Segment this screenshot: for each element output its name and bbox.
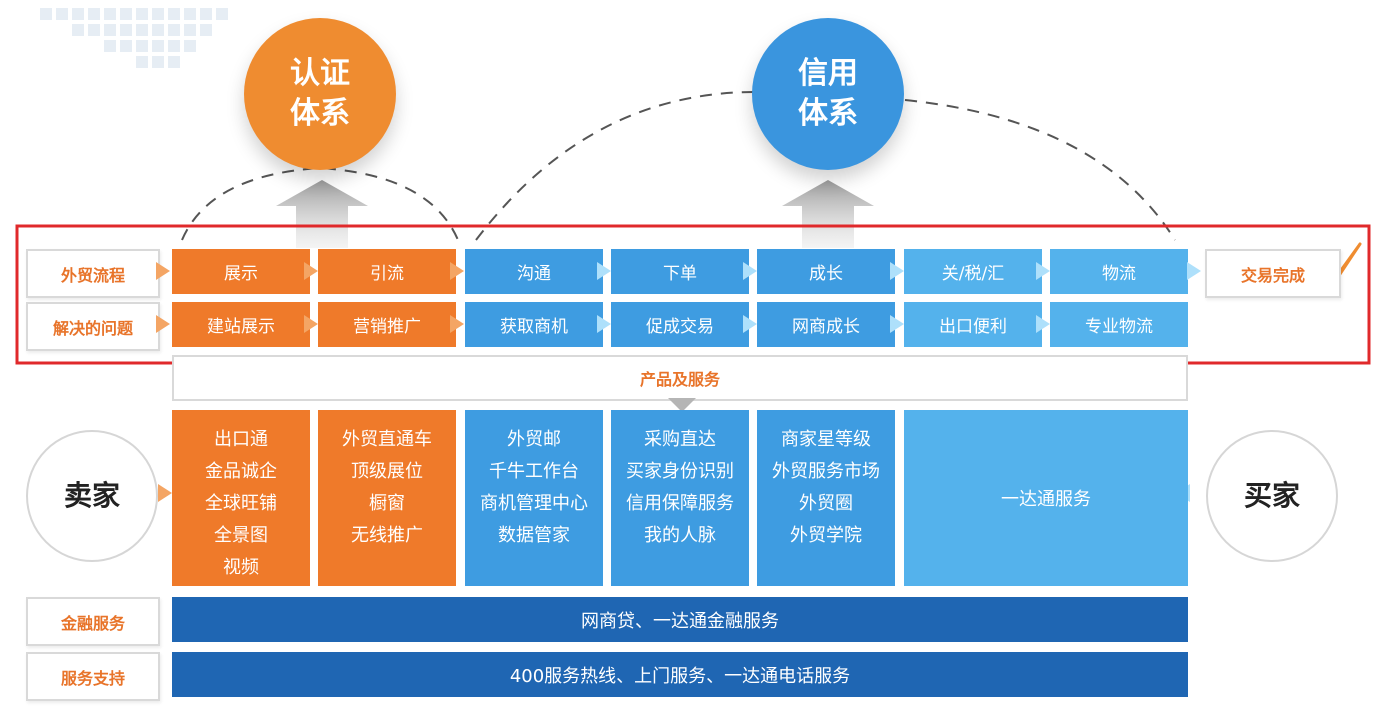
process-cell: 引流 xyxy=(318,249,456,294)
arrow-right-icon xyxy=(1036,262,1050,280)
product-item: 商家星等级 xyxy=(781,429,871,450)
credit-system-circle: 信用 体系 xyxy=(752,18,904,170)
product-item: 一达通服务 xyxy=(1001,489,1091,510)
process-cell: 物流 xyxy=(1050,249,1188,294)
finance-label: 金融服务 xyxy=(26,597,160,646)
cert-line1: 认证 xyxy=(290,56,350,91)
support-text: 400服务热线、上门服务、一达通电话服务 xyxy=(509,665,851,687)
arrow-right-icon xyxy=(304,315,318,333)
product-item: 外贸直通车 xyxy=(342,429,432,450)
process-cell: 关/税/汇 xyxy=(904,249,1042,294)
arrow-right-icon xyxy=(597,262,611,280)
credit-line2: 体系 xyxy=(798,96,858,131)
down-arrow-icon xyxy=(668,398,696,412)
product-item: 全景图 xyxy=(214,525,268,546)
problem-row-label: 解决的问题 xyxy=(26,302,160,351)
product-item: 全球旺铺 xyxy=(205,493,277,514)
buyer-circle: 买家 xyxy=(1206,430,1338,562)
process-row-label: 外贸流程 xyxy=(26,249,160,298)
support-label: 服务支持 xyxy=(26,652,160,701)
credit-up-arrow xyxy=(782,180,874,248)
arrow-right-icon xyxy=(1036,315,1050,333)
arrow-right-icon xyxy=(304,262,318,280)
support-bar: 400服务热线、上门服务、一达通电话服务 xyxy=(172,652,1188,697)
arrow-right-icon xyxy=(890,262,904,280)
product-item: 外贸邮 xyxy=(507,429,561,450)
products-services-label: 产品及服务 xyxy=(639,370,720,389)
product-item: 我的人脉 xyxy=(644,525,716,546)
problem-cell: 促成交易 xyxy=(611,302,749,347)
problem-cell: 建站展示 xyxy=(172,302,310,347)
arrow-right-icon xyxy=(597,315,611,333)
product-item: 金品诚企 xyxy=(205,461,277,482)
product-item: 数据管家 xyxy=(498,525,570,546)
credit-dashed-arc-left xyxy=(475,90,761,241)
product-column: 采购直达 买家身份识别 信用保障服务 我的人脉 xyxy=(611,410,749,586)
product-item: 外贸学院 xyxy=(790,525,862,546)
buyer-label: 买家 xyxy=(1243,479,1300,512)
process-cell: 下单 xyxy=(611,249,749,294)
arrow-right-icon xyxy=(1187,262,1201,280)
seller-circle: 卖家 xyxy=(26,430,158,562)
finance-text: 网商贷、一达通金融服务 xyxy=(581,610,779,632)
product-column: 商家星等级 外贸服务市场 外贸圈 外贸学院 xyxy=(757,410,895,586)
product-item: 买家身份识别 xyxy=(626,461,734,482)
arrow-right-icon xyxy=(156,315,170,333)
arrow-right-icon xyxy=(156,262,170,280)
problem-cell: 营销推广 xyxy=(318,302,456,347)
finance-bar: 网商贷、一达通金融服务 xyxy=(172,597,1188,642)
product-item: 商机管理中心 xyxy=(480,493,588,514)
product-item: 信用保障服务 xyxy=(626,493,734,514)
product-item: 采购直达 xyxy=(644,429,716,450)
credit-dashed-arc-right xyxy=(904,99,1176,241)
seller-label: 卖家 xyxy=(63,479,120,512)
arrow-right-icon xyxy=(450,315,464,333)
product-column-onetouch: 一达通服务 xyxy=(904,410,1188,586)
product-item: 无线推广 xyxy=(351,525,423,546)
process-cell: 成长 xyxy=(757,249,895,294)
arrow-right-icon xyxy=(450,262,464,280)
product-column: 外贸直通车 顶级展位 橱窗 无线推广 xyxy=(318,410,456,586)
process-cell: 展示 xyxy=(172,249,310,294)
process-cell: 沟通 xyxy=(465,249,603,294)
product-item: 橱窗 xyxy=(369,493,405,514)
arrow-right-icon xyxy=(743,262,757,280)
transaction-done-box: 交易完成 xyxy=(1205,249,1341,298)
products-services-bar: 产品及服务 xyxy=(172,355,1188,401)
product-column: 出口通 金品诚企 全球旺铺 全景图 视频 xyxy=(172,410,310,586)
product-item: 千牛工作台 xyxy=(489,461,579,482)
arrow-right-icon xyxy=(743,315,757,333)
cert-dashed-arc xyxy=(181,166,459,241)
product-item: 出口通 xyxy=(214,429,268,450)
cert-line2: 体系 xyxy=(290,96,350,131)
product-item: 外贸服务市场 xyxy=(772,461,880,482)
cert-up-arrow xyxy=(276,180,368,248)
product-column: 外贸邮 千牛工作台 商机管理中心 数据管家 xyxy=(465,410,603,586)
cert-system-circle: 认证 体系 xyxy=(244,18,396,170)
problem-cell: 获取商机 xyxy=(465,302,603,347)
credit-line1: 信用 xyxy=(798,56,858,91)
product-item: 顶级展位 xyxy=(351,461,423,482)
product-item: 视频 xyxy=(223,557,259,578)
product-item: 外贸圈 xyxy=(799,493,853,514)
problem-cell: 出口便利 xyxy=(904,302,1042,347)
arrow-right-icon xyxy=(890,315,904,333)
problem-cell: 专业物流 xyxy=(1050,302,1188,347)
arrow-right-icon xyxy=(158,484,172,502)
problem-cell: 网商成长 xyxy=(757,302,895,347)
